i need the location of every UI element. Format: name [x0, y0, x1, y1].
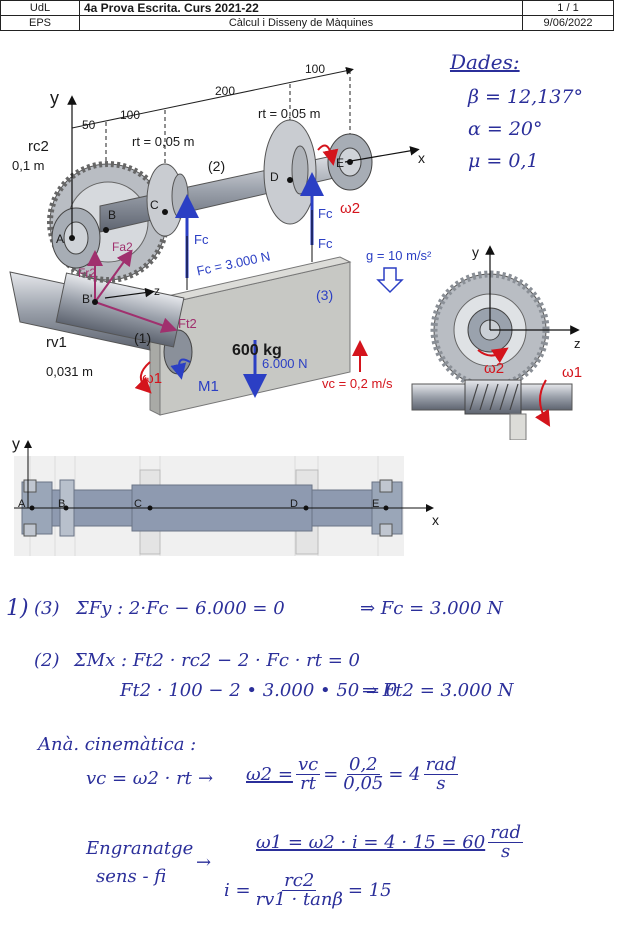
point-C: C — [150, 198, 159, 212]
axis-z-label: z — [154, 284, 160, 298]
plan-axis-x-label: x — [432, 512, 439, 528]
ft2-label: Ft2 — [178, 316, 197, 331]
plan-point-C: C — [134, 498, 142, 510]
load-block — [148, 256, 352, 416]
plan-point-A: A — [18, 498, 26, 510]
fc-right-label-2: Fc — [318, 236, 333, 251]
dades-alpha: α = 20° — [468, 118, 543, 140]
vc-label: vc = 0,2 m/s — [322, 376, 393, 391]
part-2-label: (2) — [208, 158, 226, 174]
plan-point-D: D — [290, 498, 298, 510]
step2-part: (2) — [34, 650, 60, 671]
gear-label-2: sens - fi — [96, 866, 167, 887]
rotation-arrows — [134, 144, 368, 394]
side-axis-y-label: y — [472, 244, 479, 260]
side-omega1-label: ω1 — [562, 364, 583, 381]
g-label: g = 10 m/s² — [366, 248, 432, 263]
rc2-value: 0,1 m — [12, 158, 45, 173]
plan-point-B: B — [58, 498, 66, 510]
gear-forces — [87, 249, 178, 333]
plan-axis-y-label: y — [12, 436, 20, 453]
dades-mu: μ = 0,1 — [468, 150, 539, 172]
kin-w2: ω2 = — [246, 764, 293, 785]
worm-shaft — [9, 271, 193, 375]
rt-top-label: rt = 0,05 m — [258, 106, 321, 121]
point-Bp: B' — [82, 292, 93, 306]
gear-label-1: Engranatge — [86, 838, 194, 859]
axis-x-label: x — [418, 150, 425, 166]
side-axis-z-label: z — [574, 336, 581, 351]
fa2-label: Fa2 — [112, 240, 133, 254]
mass-label: 600 kg — [232, 342, 282, 359]
point-E: E — [336, 156, 345, 170]
omega1-label: ω1 — [142, 370, 163, 387]
step1-equation: ΣFy : 2·Fc − 6.000 = 0 — [76, 598, 285, 619]
plan-point-E: E — [372, 498, 380, 510]
header-school: EPS — [0, 15, 80, 31]
side-omega2-label: ω2 — [484, 360, 505, 377]
point-B: B — [108, 208, 117, 222]
step2-result: ⇒ Ft2 = 3.000 N — [362, 680, 514, 701]
dades-beta: β = 12,137° — [468, 86, 583, 108]
step1-number: 1) — [6, 596, 29, 621]
part-3-label: (3) — [316, 287, 334, 303]
gravity-arrow — [376, 267, 404, 294]
torque-arrow — [170, 358, 191, 380]
step2-substituted: Ft2 · 100 − 2 • 3.000 • 50 = 0 — [120, 680, 398, 701]
gear-arrow: → — [196, 852, 212, 873]
step1-part: (3) — [34, 598, 60, 619]
cables — [186, 210, 313, 290]
side-view-figure — [411, 245, 580, 440]
weight-label: 6.000 N — [262, 356, 308, 371]
mechanism-figure — [9, 66, 580, 440]
dim-200: 200 — [215, 84, 236, 98]
main-axes — [67, 95, 420, 299]
header-table: UdL 4a Prova Escrita. Curs 2021-22 1 / 1… — [0, 0, 614, 31]
shaft-points — [69, 159, 353, 305]
shaft-plan-view — [14, 440, 434, 556]
dim-50: 50 — [82, 118, 96, 132]
point-D: D — [270, 170, 279, 184]
fc-left-label: Fc — [194, 232, 209, 247]
step1-result: ⇒ Fc = 3.000 N — [360, 598, 503, 619]
axis-y-label: y — [50, 88, 59, 108]
fr2-label: Fr2 — [78, 266, 96, 280]
kinematics-equation: vc = ω2 · rt — [86, 768, 192, 789]
header-date: 9/06/2022 — [522, 15, 614, 31]
fc-right-label: Fc — [318, 206, 333, 221]
dim-100a: 100 — [120, 108, 141, 122]
omega2-label: ω2 — [340, 200, 361, 217]
dades-title: Dades: — [450, 50, 520, 74]
m1-label: M1 — [198, 378, 219, 395]
point-A: A — [56, 232, 65, 246]
rc2-label: rc2 — [28, 138, 49, 155]
kinematics-title: Anà. cinemàtica : — [38, 734, 197, 755]
step2-equation: ΣMx : Ft2 · rc2 − 2 · Fc · rt = 0 — [74, 650, 360, 671]
rt-mid-label: rt = 0,05 m — [132, 134, 195, 149]
dim-100b: 100 — [305, 62, 326, 76]
rv1-label: rv1 — [46, 334, 67, 351]
rv1-value: 0,031 m — [46, 364, 93, 379]
header-subject: Càlcul i Disseny de Màquines — [79, 15, 523, 31]
kinematics-arrow: → — [198, 768, 214, 789]
part-1-label: (1) — [134, 330, 152, 346]
